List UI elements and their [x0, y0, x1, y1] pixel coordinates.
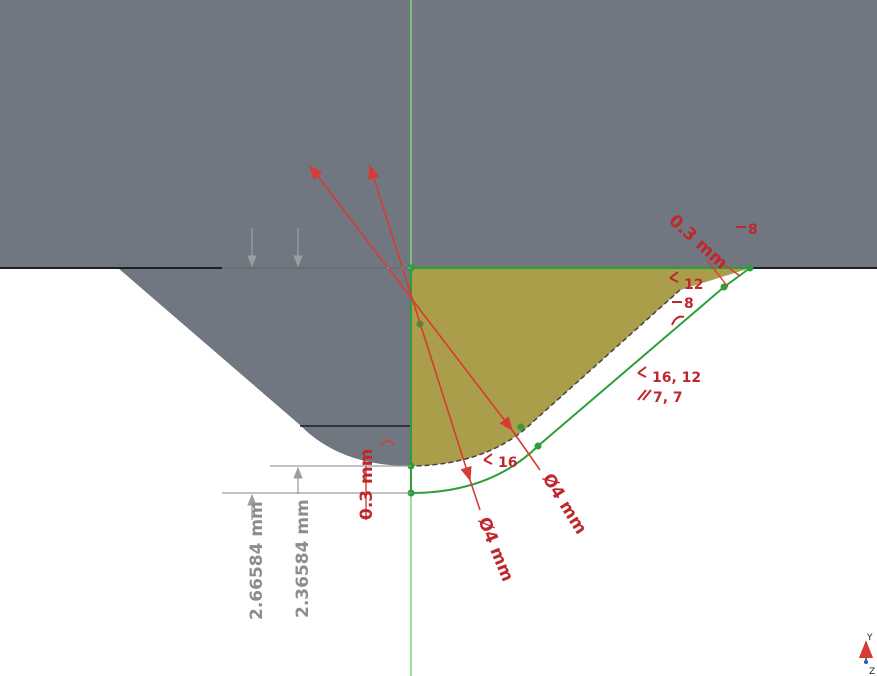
selected-region[interactable] [411, 268, 750, 466]
constraint-parallel-8-top[interactable]: 8 [736, 222, 758, 238]
depth-outer-label[interactable]: 2.66584 mm [247, 501, 267, 620]
svg-text:8: 8 [684, 296, 694, 312]
svg-text:16: 16 [498, 455, 517, 471]
svg-text:7, 7: 7, 7 [653, 390, 683, 406]
constraint-parallel-8[interactable]: 8 [672, 296, 694, 312]
constraint-tangent-icon[interactable] [671, 315, 685, 326]
region-dashed-edge [410, 289, 681, 467]
constraint-tangent-12[interactable]: 12 [669, 271, 703, 293]
svg-text:Z: Z [869, 667, 875, 676]
constraint-tangent-16-12[interactable]: 16, 12 [637, 366, 701, 386]
svg-text:12: 12 [684, 277, 703, 293]
svg-text:Y: Y [866, 633, 873, 643]
constraint-tangent-16[interactable]: 16 [483, 453, 517, 471]
diameter-leader-lines[interactable] [309, 164, 541, 511]
svg-text:16, 12: 16, 12 [652, 370, 701, 386]
depth-dimension-lines[interactable] [222, 228, 411, 520]
constraint-parallel-7-7[interactable]: 7, 7 [637, 389, 683, 406]
offset-dimension-top[interactable] [706, 257, 741, 288]
diameter-outer-label[interactable]: Ø4 mm [538, 470, 591, 538]
svg-text:8: 8 [748, 222, 758, 238]
depth-inner-label[interactable]: 2.36584 mm [293, 499, 313, 618]
axis-triad[interactable]: Y Z [858, 633, 875, 676]
offset-dimension-bottom[interactable] [365, 440, 395, 520]
diameter-inner-label[interactable]: Ø4 mm [473, 514, 517, 584]
offset-bottom-label[interactable]: 0.3 mm [357, 449, 377, 520]
